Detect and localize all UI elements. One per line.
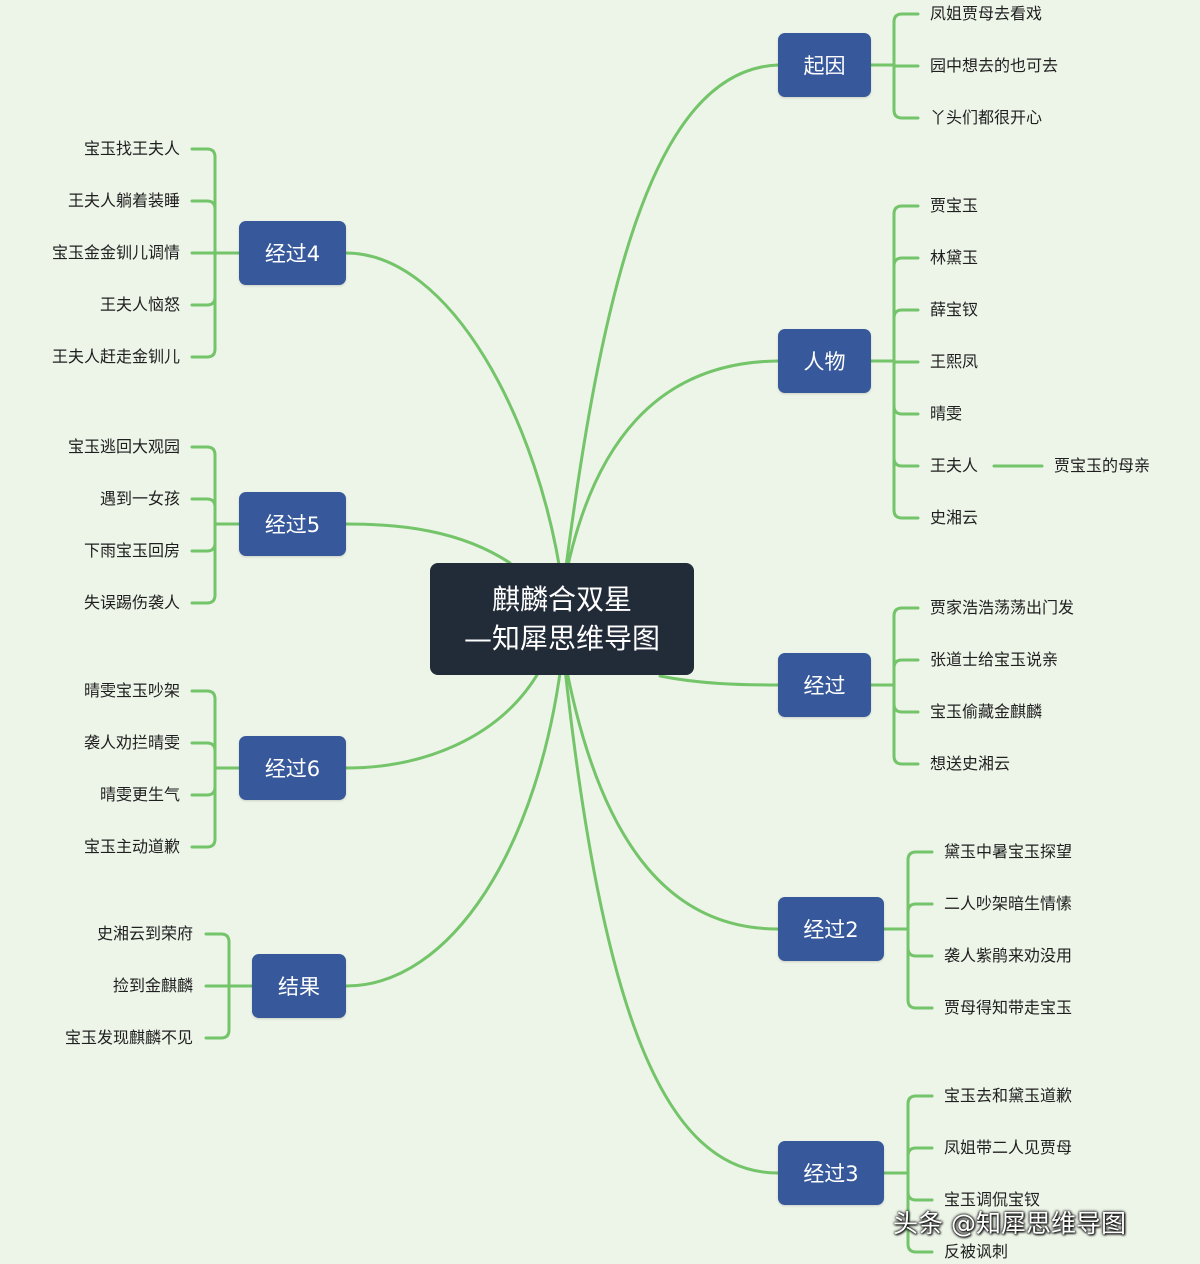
leaf-qiyin-1[interactable]: 凤姐贾母去看戏 <box>930 4 1043 23</box>
leaf-jingguo4-4[interactable]: 王夫人恼怒 <box>99 295 180 314</box>
link-jingguo6 <box>344 668 542 770</box>
leaf-qiyin-3[interactable]: 丫头们都很开心 <box>930 108 1043 127</box>
bracket-jieguo-leaf-2 <box>204 984 231 1040</box>
leaf-jingguo3-3[interactable]: 宝玉调侃宝钗 <box>944 1190 1041 1209</box>
leaf-jingguo4-2[interactable]: 王夫人躺着装睡 <box>67 191 180 210</box>
leaf-jingguo3-4[interactable]: 反被讽刺 <box>944 1242 1009 1261</box>
bracket-jingguo-leaf-2 <box>892 683 920 714</box>
link-jingguo <box>658 674 780 687</box>
bracket-jingguo3-leaf-2 <box>906 1171 934 1202</box>
bracket-jingguo5-leaf-0 <box>190 445 217 526</box>
bracket-jingguo3-leaf-0 <box>906 1094 934 1175</box>
bracket-jingguo5-leaf-3 <box>190 522 217 605</box>
leaf-jingguo3-1[interactable]: 宝玉去和黛玉道歉 <box>944 1086 1073 1105</box>
bracket-jingguo4-leaf-0 <box>190 147 217 255</box>
topic-jingguo2[interactable]: 经过2 <box>778 897 884 961</box>
bracket-jingguo6-leaf-2 <box>190 766 217 797</box>
leaf-jingguo4-1[interactable]: 宝玉找王夫人 <box>83 139 180 158</box>
leaf-jingguo2-2[interactable]: 二人吵架暗生情愫 <box>944 894 1073 913</box>
link-jingguo5 <box>344 522 512 565</box>
leaf-jieguo-3[interactable]: 宝玉发现麒麟不见 <box>64 1028 193 1047</box>
topic-renwu[interactable]: 人物 <box>778 329 871 393</box>
topic-jingguo5[interactable]: 经过5 <box>239 492 346 556</box>
bracket-jingguo5-leaf-2 <box>190 522 217 553</box>
leaf-renwu-4[interactable]: 王熙凤 <box>930 352 979 371</box>
leaf-jingguo-4[interactable]: 想送史湘云 <box>930 754 1011 773</box>
leaf-renwu-2[interactable]: 林黛玉 <box>930 248 979 267</box>
bracket-jingguo5-leaf-1 <box>190 497 217 526</box>
bracket-renwu-leaf-1 <box>892 256 920 363</box>
bracket-jingguo6-leaf-0 <box>190 689 217 770</box>
leaf-jingguo6-2[interactable]: 袭人劝拦晴雯 <box>83 733 180 752</box>
leaf-renwu-6[interactable]: 王夫人 <box>930 456 979 475</box>
leaf-renwu-sub[interactable]: 贾宝玉的母亲 <box>1054 456 1151 475</box>
leaf-qiyin-2[interactable]: 园中想去的也可去 <box>930 56 1059 75</box>
leaf-jingguo5-2[interactable]: 遇到一女孩 <box>99 489 180 508</box>
leaf-jingguo-1[interactable]: 贾家浩浩荡荡出门发 <box>930 598 1075 617</box>
leaf-jingguo6-1[interactable]: 晴雯宝玉吵架 <box>83 681 180 700</box>
leaf-jingguo6-3[interactable]: 晴雯更生气 <box>99 785 180 804</box>
link-jingguo4 <box>344 251 565 592</box>
topic-jingguo6[interactable]: 经过6 <box>239 736 346 800</box>
link-renwu <box>561 359 780 592</box>
bracket-qiyin-leaf-2 <box>892 63 920 120</box>
leaf-jingguo2-4[interactable]: 贾母得知带走宝玉 <box>944 998 1073 1017</box>
link-jingguo3 <box>561 648 780 1175</box>
bracket-renwu-leaf-2 <box>892 308 920 363</box>
leaf-renwu-1[interactable]: 贾宝玉 <box>930 196 979 215</box>
bracket-jingguo4-leaf-3 <box>190 251 217 307</box>
bracket-jingguo2-leaf-1 <box>906 902 934 931</box>
leaf-renwu-7[interactable]: 史湘云 <box>930 508 979 527</box>
leaf-jingguo3-2[interactable]: 凤姐带二人见贾母 <box>944 1138 1073 1157</box>
bracket-renwu-leaf-0 <box>892 204 920 363</box>
leaf-jingguo-3[interactable]: 宝玉偷藏金麒麟 <box>930 702 1043 721</box>
bracket-jingguo-leaf-0 <box>892 606 920 687</box>
topic-jingguo[interactable]: 经过 <box>778 653 871 717</box>
central-topic-line1: 麒麟合双星 <box>491 583 632 616</box>
topic-jieguo[interactable]: 结果 <box>252 954 346 1018</box>
leaf-jingguo2-3[interactable]: 袭人紫鹃来劝没用 <box>944 946 1073 965</box>
watermark: 头条 @知犀思维导图 <box>893 1209 1126 1238</box>
bracket-jingguo2-leaf-3 <box>906 927 934 1010</box>
bracket-jingguo3-leaf-1 <box>906 1146 934 1175</box>
bracket-jingguo4-leaf-1 <box>190 199 217 255</box>
leaf-jingguo6-4[interactable]: 宝玉主动道歉 <box>83 837 180 856</box>
link-jieguo <box>344 648 565 988</box>
bracket-qiyin-leaf-0 <box>892 12 920 67</box>
leaf-jingguo-2[interactable]: 张道士给宝玉说亲 <box>930 650 1059 669</box>
leaf-renwu-5[interactable]: 晴雯 <box>930 404 963 423</box>
leaf-jingguo4-5[interactable]: 王夫人赶走金钏儿 <box>51 347 180 366</box>
link-jingguo2 <box>561 648 780 931</box>
leaf-jingguo5-1[interactable]: 宝玉逃回大观园 <box>67 437 180 456</box>
link-qiyin <box>561 63 780 592</box>
bracket-jingguo4-leaf-4 <box>190 251 217 359</box>
leaf-jingguo2-1[interactable]: 黛玉中暑宝玉探望 <box>944 842 1073 861</box>
bracket-renwu-leaf-6 <box>892 359 920 520</box>
bracket-jieguo-leaf-0 <box>204 932 231 988</box>
bracket-jingguo2-leaf-2 <box>906 927 934 958</box>
leaf-jieguo-2[interactable]: 捡到金麒麟 <box>112 976 193 995</box>
bracket-jingguo3-leaf-3 <box>906 1171 934 1254</box>
leaf-jingguo5-3[interactable]: 下雨宝玉回房 <box>83 541 180 560</box>
central-topic[interactable]: 麒麟合双星 —知犀思维导图 <box>430 563 694 675</box>
topic-jingguo4[interactable]: 经过4 <box>239 221 346 285</box>
leaf-renwu-3[interactable]: 薛宝钗 <box>930 300 979 319</box>
bracket-jingguo2-leaf-0 <box>906 850 934 931</box>
bracket-jingguo6-leaf-1 <box>190 741 217 770</box>
bracket-jingguo6-leaf-3 <box>190 766 217 849</box>
bracket-jingguo-leaf-1 <box>892 658 920 687</box>
topic-qiyin[interactable]: 起因 <box>778 33 871 97</box>
leaf-jieguo-1[interactable]: 史湘云到荣府 <box>96 924 193 943</box>
bracket-jingguo-leaf-3 <box>892 683 920 766</box>
leaf-jingguo5-4[interactable]: 失误踢伤袭人 <box>83 593 180 612</box>
leaf-jingguo4-3[interactable]: 宝玉金金钏儿调情 <box>51 243 180 262</box>
central-topic-line2: —知犀思维导图 <box>463 622 660 655</box>
bracket-renwu-leaf-4 <box>892 359 920 416</box>
topic-jingguo3[interactable]: 经过3 <box>778 1141 884 1205</box>
